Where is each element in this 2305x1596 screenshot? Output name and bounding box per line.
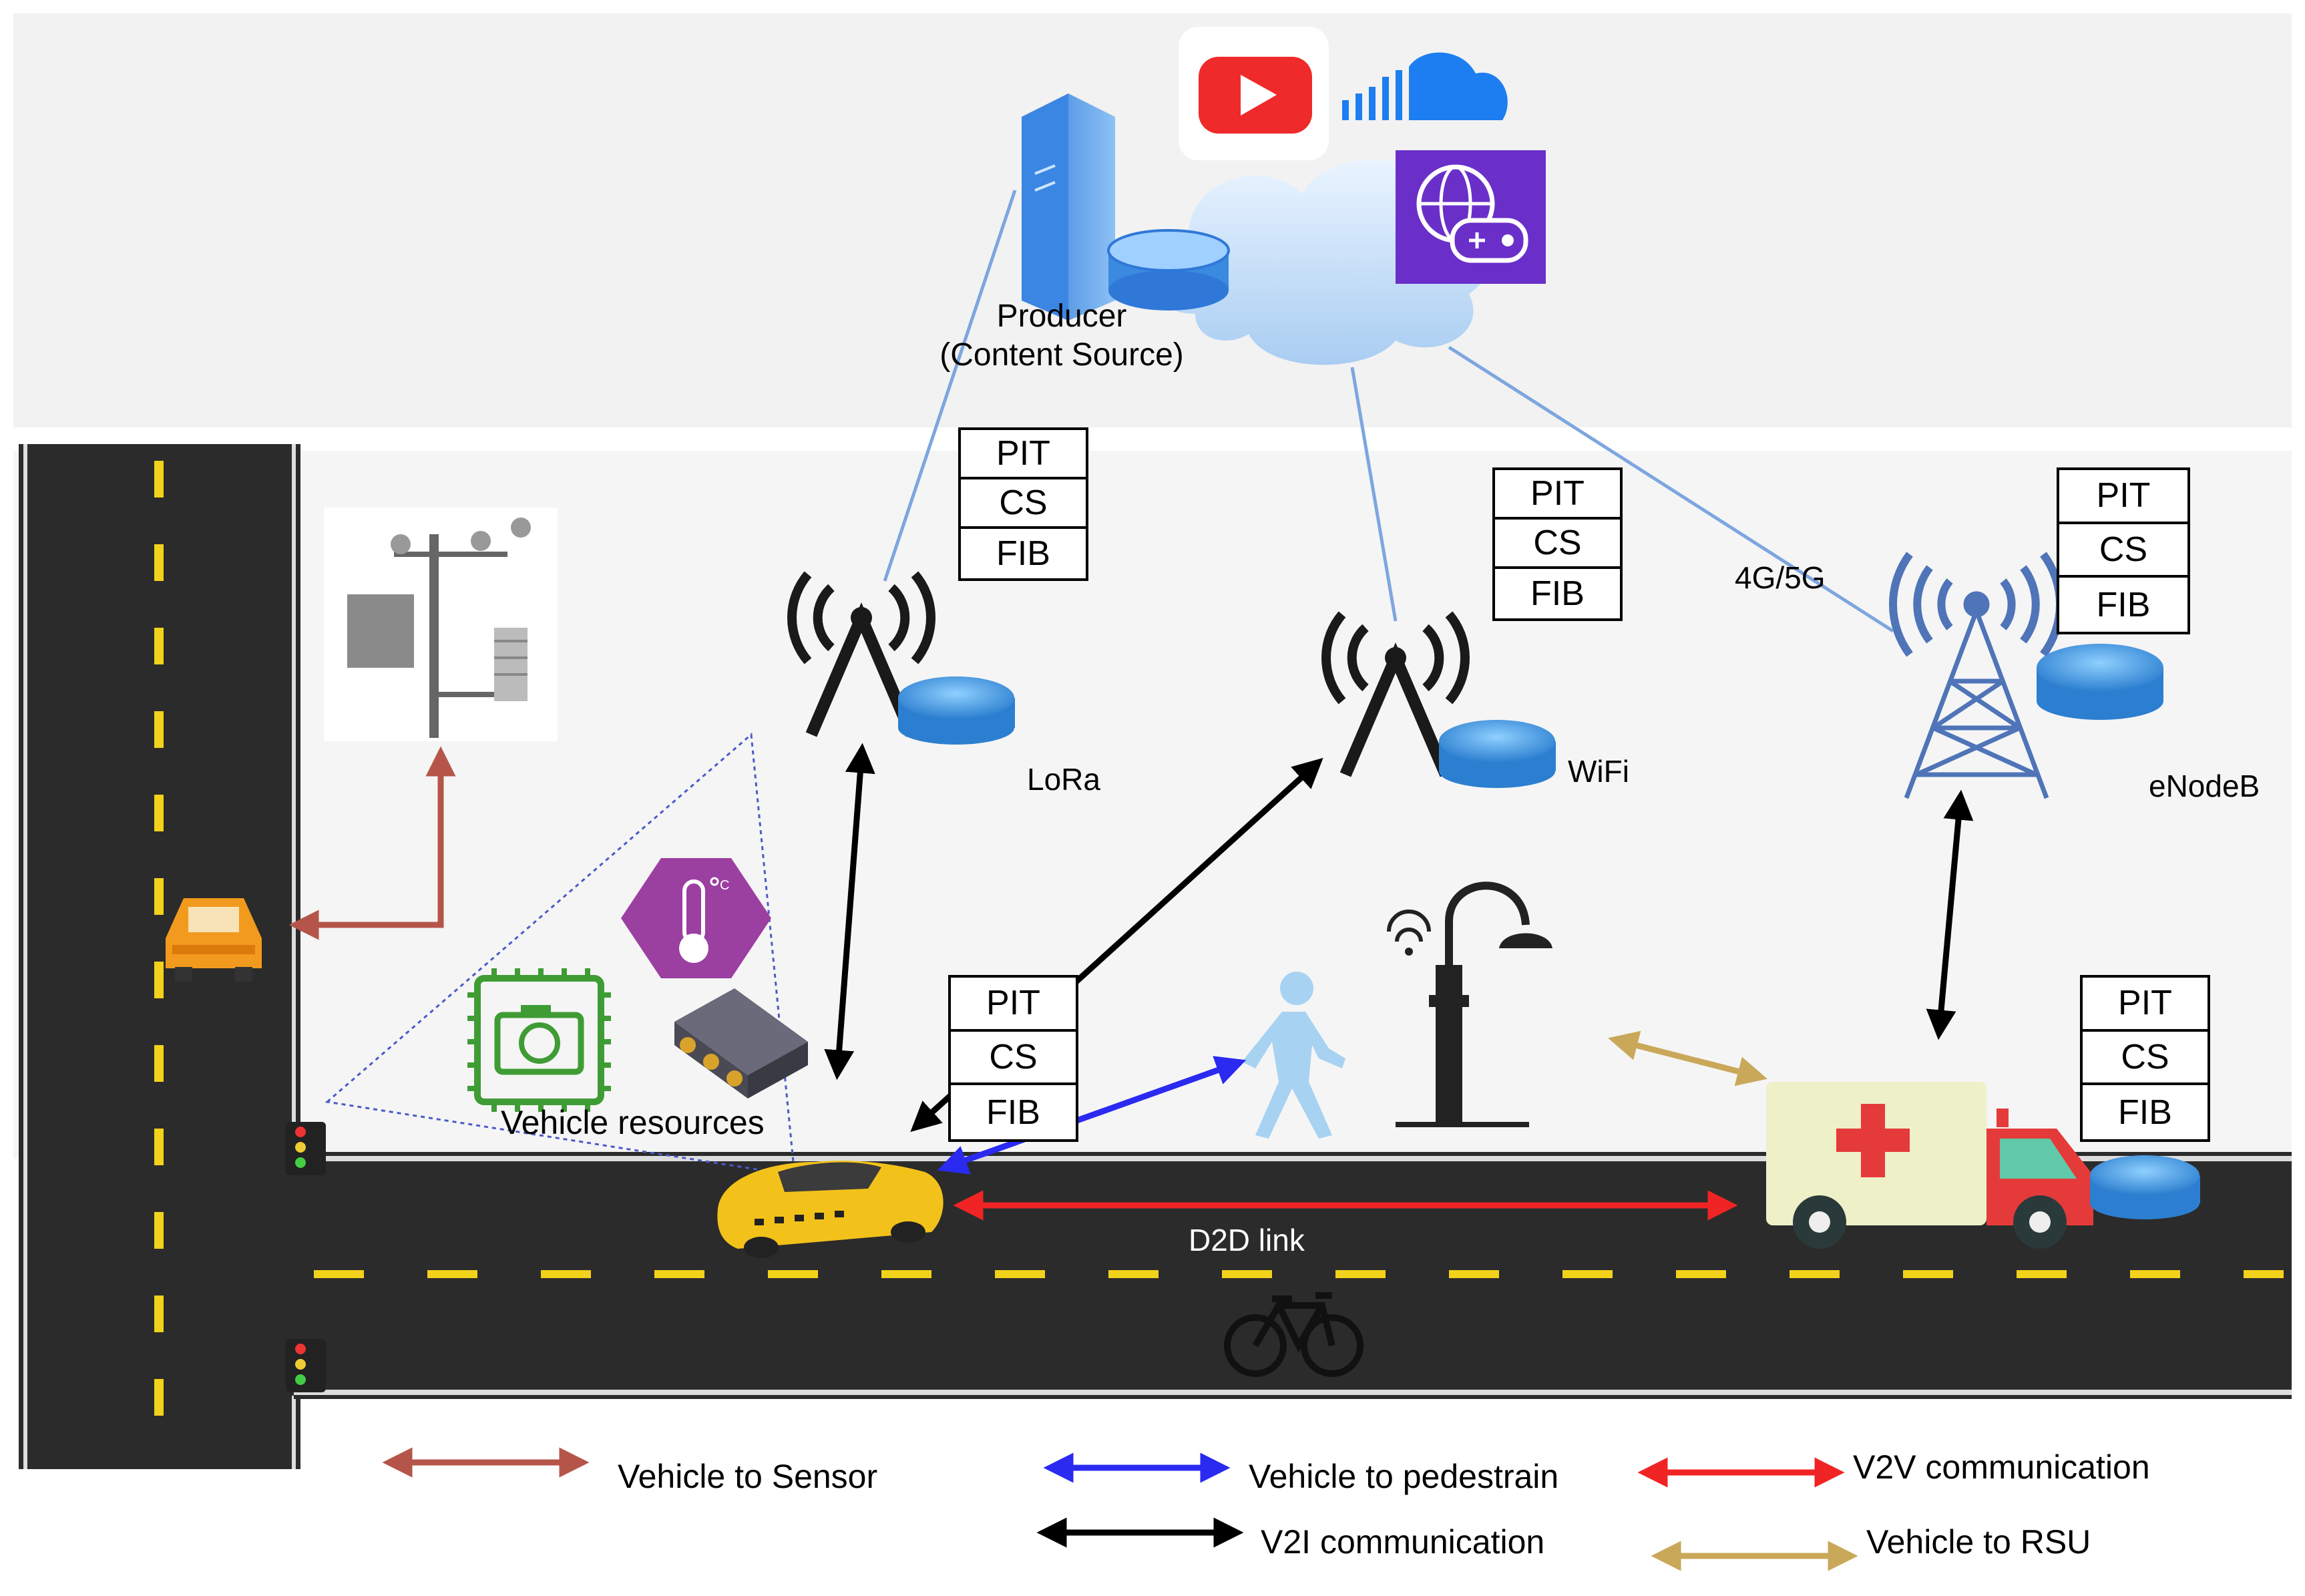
legend-label-vehicle-to-sensor: Vehicle to Sensor [618,1458,878,1495]
legend-label-v2v: V2V communication [1853,1448,2150,1486]
lora-label: LoRa [1027,762,1100,797]
fib-cell: FIB [2096,585,2151,624]
camera-chip-icon [467,968,611,1112]
database-icon [1107,229,1230,311]
taxi-icon [717,1161,944,1258]
pit-cell: PIT [1495,470,1620,520]
enodeb-label: eNodeB [2149,769,2260,803]
ambulance-table: PIT CS FIB [2080,975,2210,1142]
ambulance-router-icon [2090,1155,2200,1219]
wifi-router-icon [1439,720,1556,788]
cell-tower-icon [1889,552,2064,799]
wifi-label: WiFi [1568,754,1629,789]
traffic-light-icon [286,1339,326,1392]
legend-label-vehicle-to-pedestrian: Vehicle to pedestrain [1249,1458,1559,1495]
cs-cell: CS [2059,524,2187,578]
weather-station-icon [324,508,558,741]
wifi-table: PIT CS FIB [1492,467,1623,621]
fib-cell: FIB [996,534,1050,573]
youtube-icon [1179,27,1329,160]
pit-cell: PIT [961,430,1086,479]
ambulance-icon [1766,1082,2093,1249]
pit-cell: PIT [951,978,1076,1032]
vehicle-table: PIT CS FIB [948,975,1078,1142]
vehicle-to-rsu-arrow [1608,1030,1767,1086]
fib-cell: FIB [2118,1092,2172,1132]
soundcloud-icon [1342,52,1508,120]
producer-subtitle: (Content Source) [939,337,1184,373]
car-icon [166,898,262,982]
server-icon [1022,93,1115,321]
gps-module-icon [674,988,808,1099]
cellular-label: 4G/5G [1735,560,1826,595]
lora-antenna-icon [787,571,935,737]
temperature-sensor-icon: C [621,858,771,978]
streetlight-icon [1387,881,1552,1127]
bicycle-icon [1224,1292,1364,1377]
enodeb-router-icon [2037,644,2163,720]
pit-cell: PIT [2083,978,2208,1032]
vehicle-to-pedestrian-arrow [937,1056,1247,1175]
gaming-icon [1396,150,1546,284]
d2d-link-label: D2D link [1189,1223,1305,1257]
enodeb-table: PIT CS FIB [2057,467,2190,634]
pit-cell: PIT [2059,470,2187,524]
svg-text:C: C [720,878,729,893]
legend-label-vehicle-to-rsu: Vehicle to RSU [1866,1523,2091,1561]
v2i-arrow-lora [824,743,875,1080]
cs-cell: CS [951,1032,1076,1086]
v2i-arrow-enodeb [1926,789,1974,1040]
cs-cell: CS [961,479,1086,529]
lora-table: PIT CS FIB [958,427,1088,581]
cs-cell: CS [2083,1032,2208,1086]
backhaul-links [883,190,1894,633]
legend-label-v2i: V2I communication [1261,1523,1545,1561]
producer-label: Producer (Content Source) [918,297,1205,375]
cs-cell: CS [1495,520,1620,569]
wifi-antenna-icon [1321,611,1470,777]
fib-cell: FIB [986,1092,1040,1132]
producer-title: Producer [996,298,1127,334]
fib-cell: FIB [1530,574,1585,613]
vehicle-resources-label: Vehicle resources [501,1104,765,1141]
traffic-light-icon [286,1122,326,1175]
vehicle-resources-area [325,732,796,1177]
sky-band [13,13,2292,427]
vehicle-to-sensor-arrow [288,746,456,940]
lora-router-icon [898,676,1015,745]
